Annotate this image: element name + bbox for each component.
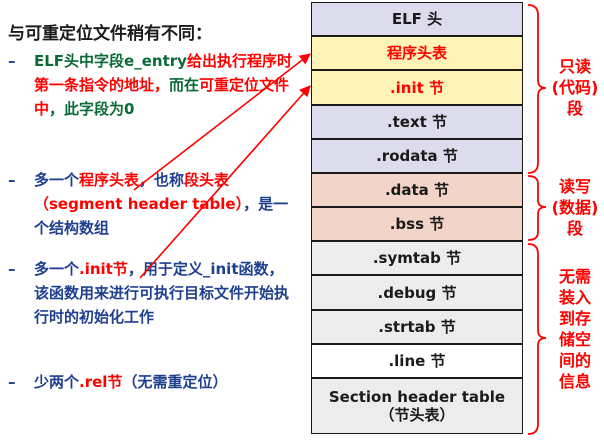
text-run: 多一个 <box>34 171 80 189</box>
section-row: .rodata 节 <box>311 139 523 173</box>
section-row: .text 节 <box>311 105 523 139</box>
brace-label-readwrite: 读写 (数据) 段 <box>546 176 604 239</box>
text-run: 程序头表 <box>79 171 140 189</box>
bullet-init: – 多一个.init节，用于定义_init函数，该函数用来进行可执行目标文件开始… <box>8 257 298 329</box>
section-row: ELF 头 <box>311 2 523 36</box>
brace-readonly <box>527 4 547 174</box>
brace-not-loaded <box>527 243 547 435</box>
section-label: .bss 节 <box>389 215 445 233</box>
section-label: .data 节 <box>384 181 450 199</box>
bullet-dash: – <box>8 171 16 189</box>
bullet-dash: – <box>8 373 16 391</box>
brace-label-not-loaded: 无需 装入 到存 储空 间的 信息 <box>546 266 604 392</box>
brace-label-text: 读写 (数据) 段 <box>551 177 599 238</box>
section-label: .symtab 节 <box>372 249 462 267</box>
section-label: .strtab 节 <box>378 318 456 336</box>
intro-heading: 与可重定位文件稍有不同： <box>8 24 212 44</box>
brace-label-text: 无需 装入 到存 储空 间的 信息 <box>558 267 591 391</box>
section-label: ELF 头 <box>391 10 443 28</box>
section-row: .symtab 节 <box>311 241 523 275</box>
section-label: 程序头表 <box>386 44 447 62</box>
section-label: .text 节 <box>386 113 448 131</box>
text-run: ELF头中字段e_entry <box>34 52 187 70</box>
text-run: 多一个 <box>34 260 80 278</box>
text-run: ，也称 <box>139 171 185 189</box>
section-row: .debug 节 <box>311 275 523 310</box>
section-row: .init 节 <box>311 70 523 105</box>
bullet-text: 少两个.rel节（无需重定位） <box>34 370 298 394</box>
text-run: 少两个 <box>34 373 80 391</box>
bullet-text: 多一个.init节，用于定义_init函数，该函数用来进行可执行目标文件开始执行… <box>34 257 298 329</box>
section-row: Section header table （节头表） <box>311 378 523 434</box>
brace-label-text: 只读 (代码) 段 <box>551 57 599 118</box>
bullet-text: 多一个程序头表，也称段头表（segment header table），是一个结… <box>34 168 298 240</box>
bullet-program-header: – 多一个程序头表，也称段头表（segment header table），是一… <box>8 168 298 240</box>
brace-label-readonly: 只读 (代码) 段 <box>546 56 604 119</box>
bullet-text: ELF头中字段e_entry给出执行程序时第一条指令的地址，而在可重定位文件中，… <box>34 49 298 121</box>
brace-readwrite <box>527 175 547 241</box>
bullet-e-entry: – ELF头中字段e_entry给出执行程序时第一条指令的地址，而在可重定位文件… <box>8 49 298 121</box>
text-run: .init节 <box>79 260 128 278</box>
text-run: 而在 <box>169 76 200 94</box>
section-label: .init 节 <box>389 78 445 97</box>
section-row: .line 节 <box>311 344 523 378</box>
bullet-rel: – 少两个.rel节（无需重定位） <box>8 370 298 394</box>
section-label: .rodata 节 <box>376 147 458 165</box>
section-row: 程序头表 <box>311 36 523 70</box>
text-run: （无需重定位） <box>122 373 228 391</box>
bullet-dash: – <box>8 260 16 278</box>
section-row: .data 节 <box>311 173 523 207</box>
bullet-dash: – <box>8 52 16 70</box>
section-row: .bss 节 <box>311 207 523 241</box>
text-run: ，此字段为0 <box>49 100 135 118</box>
section-label: Section header table （节头表） <box>328 388 506 424</box>
section-label: .line 节 <box>388 352 446 370</box>
text-run: .rel节 <box>79 373 123 391</box>
section-label: .debug 节 <box>377 283 457 302</box>
section-row: .strtab 节 <box>311 310 523 344</box>
